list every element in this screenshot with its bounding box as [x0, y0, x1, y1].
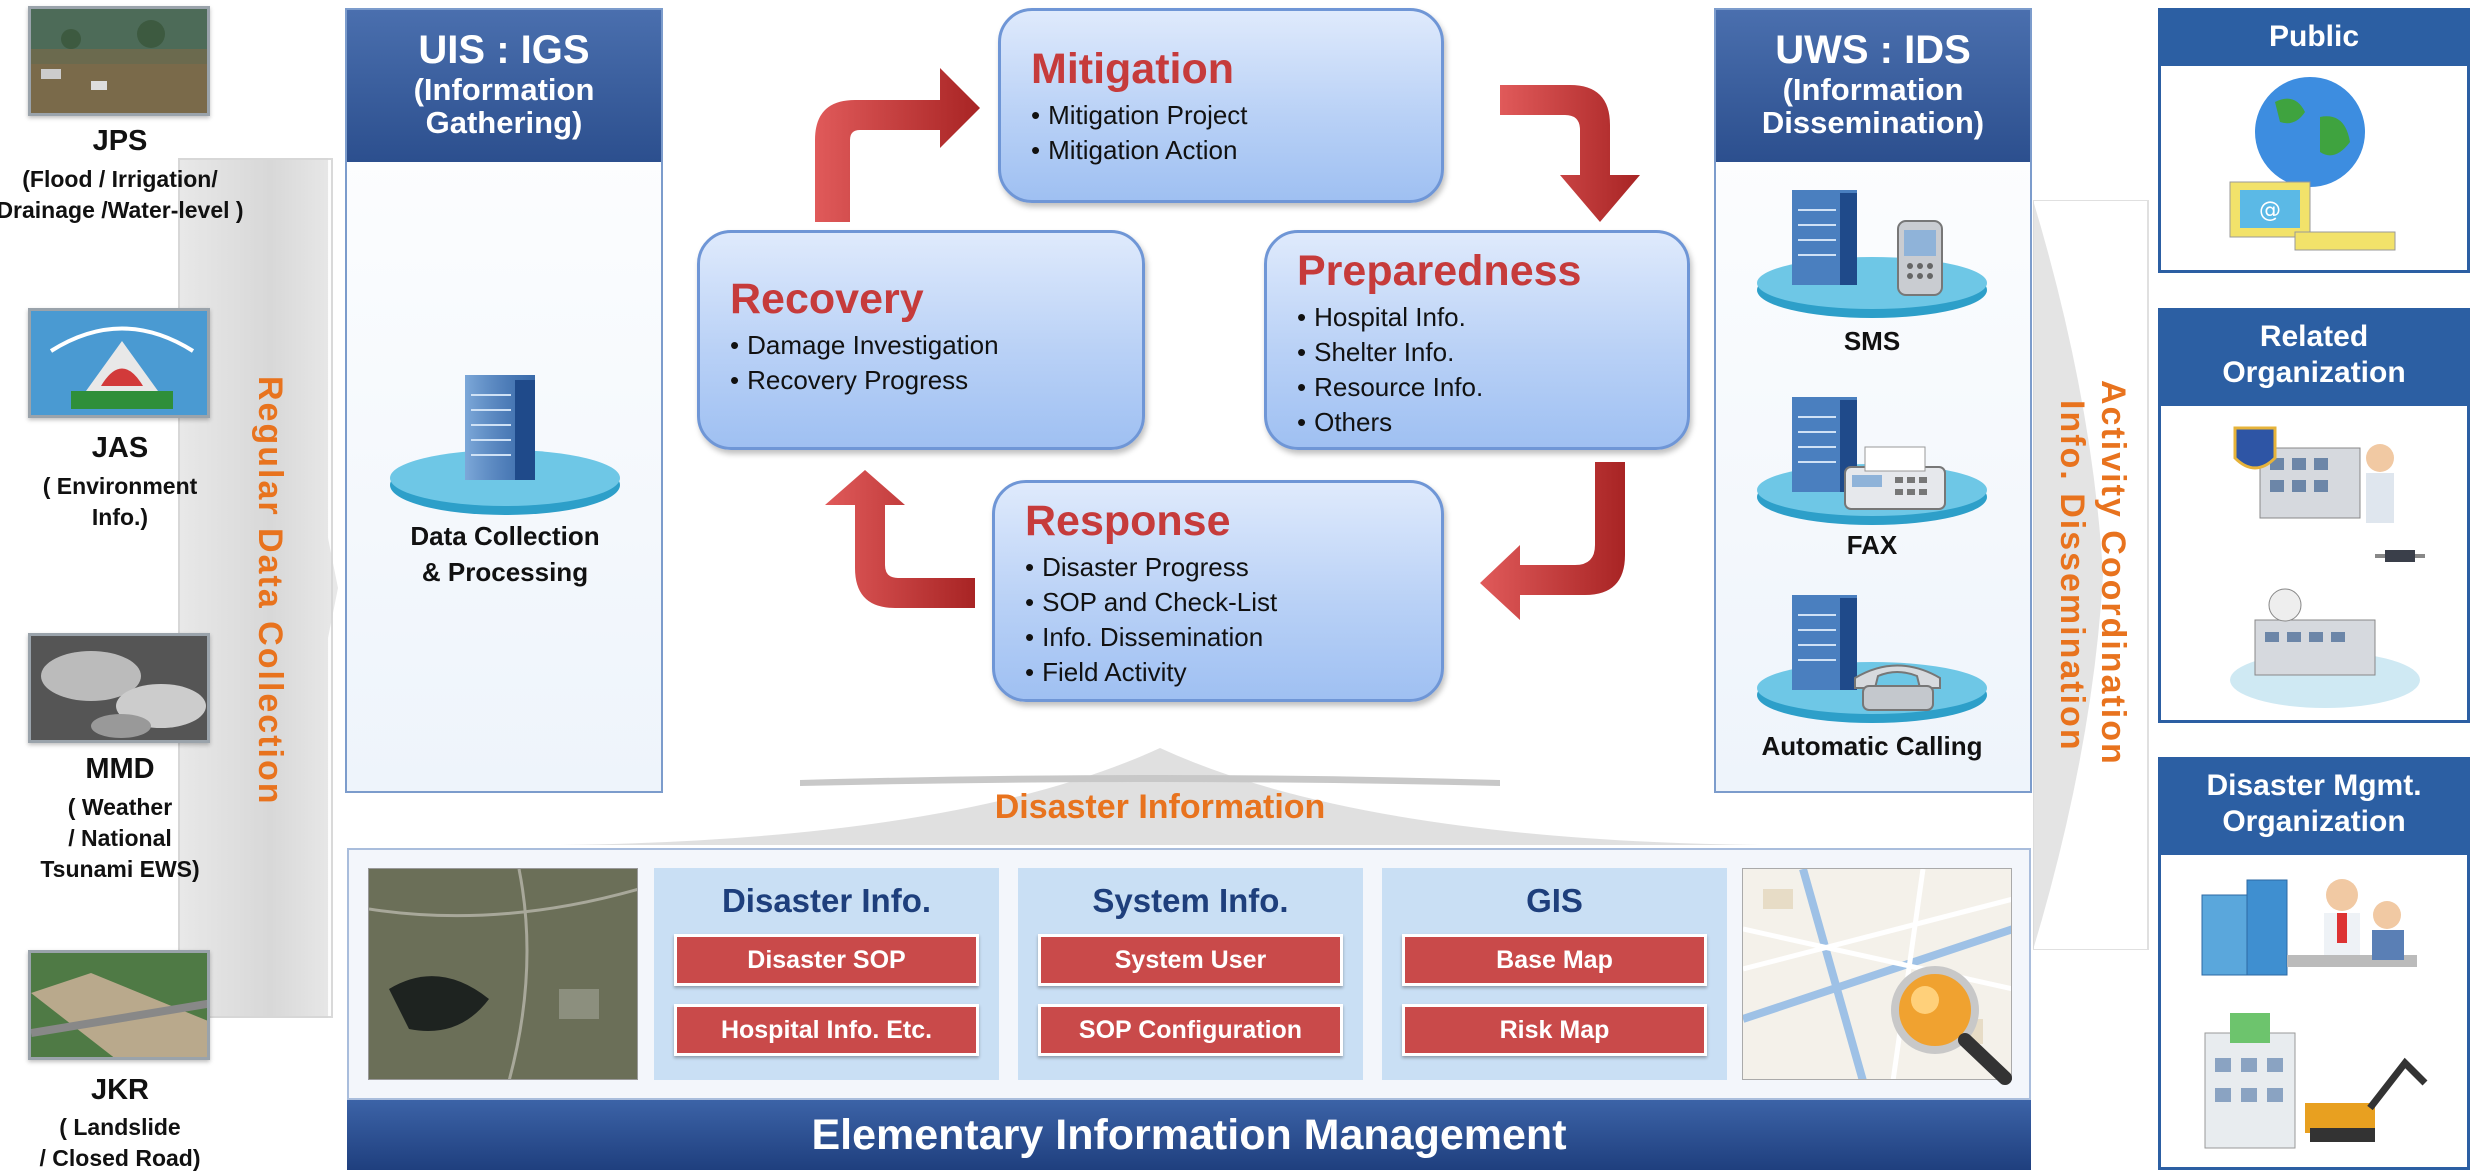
police-building-icon — [2233, 426, 2394, 523]
satellite-cloud-photo — [28, 633, 210, 743]
right-arrow-label-dissemination: Info. Dissemination — [2053, 400, 2091, 752]
landslide-photo — [28, 950, 210, 1060]
satellite-map-photo — [368, 868, 638, 1080]
category-system-info: System Info. System User SOP Configurati… — [1018, 868, 1363, 1080]
sop-configuration-button[interactable]: SOP Configuration — [1038, 1004, 1343, 1056]
preparedness-item: Shelter Info. — [1297, 335, 1687, 370]
office-meeting-icon — [2201, 879, 2417, 976]
uws-column: UWS : IDS (Information Dissemination) — [1714, 8, 2032, 793]
source-desc-jas: ( Environment Info.) — [42, 473, 198, 530]
uis-title: UIS : IGS — [418, 28, 590, 72]
response-item: SOP and Check-List — [1025, 585, 1441, 620]
org-title-related: Related Organization — [2161, 311, 2467, 406]
org-title-disaster-mgmt: Disaster Mgmt. Organization — [2161, 760, 2467, 855]
preparedness-title: Preparedness — [1297, 247, 1582, 295]
response-item: Info. Dissemination — [1025, 620, 1441, 655]
elementary-info-bar: Elementary Information Management — [347, 1100, 2031, 1170]
jas-logo — [28, 308, 210, 418]
source-name-jps: JPS — [92, 125, 148, 157]
server-icon — [390, 375, 620, 515]
category-title: GIS — [1526, 882, 1583, 919]
recovery-box: Recovery Damage Investigation Recovery P… — [697, 230, 1145, 450]
recovery-title: Recovery — [730, 275, 924, 323]
category-gis: GIS Base Map Risk Map — [1382, 868, 1727, 1080]
magnifier-icon — [1891, 966, 2012, 1085]
left-arrow-shape — [178, 158, 338, 1018]
channel-label-fax: FAX — [1846, 530, 1898, 560]
telephone-icon — [1854, 664, 1941, 711]
channel-label-sms: SMS — [1843, 326, 1901, 356]
response-title: Response — [1025, 497, 1231, 545]
channel-label-automatic-calling: Automatic Calling — [1761, 731, 1983, 761]
uis-subtitle: (Information Gathering) — [413, 72, 595, 140]
org-title-public: Public — [2161, 11, 2467, 66]
source-desc-mmd: ( Weather / National Tsunami EWS) — [40, 794, 200, 882]
source-desc-jkr: ( Landslide / Closed Road) — [39, 1114, 201, 1171]
mitigation-item: Mitigation Project — [1031, 98, 1441, 133]
source-name-mmd: MMD — [85, 753, 155, 785]
base-map-button[interactable]: Base Map — [1402, 934, 1707, 986]
category-disaster-info: Disaster Info. Disaster SOP Hospital Inf… — [654, 868, 999, 1080]
category-title: Disaster Info. — [721, 882, 932, 919]
flood-photo — [28, 6, 210, 116]
arrow-response-to-recovery — [825, 470, 975, 608]
response-item: Field Activity — [1025, 655, 1441, 690]
arrow-recovery-to-mitigation — [815, 68, 980, 222]
recovery-item: Recovery Progress — [730, 363, 1142, 398]
uws-header: UWS : IDS (Information Dissemination) — [1716, 10, 2030, 162]
disaster-sop-button[interactable]: Disaster SOP — [674, 934, 979, 986]
preparedness-box: Preparedness Hospital Info. Shelter Info… — [1264, 230, 1690, 450]
recovery-item: Damage Investigation — [730, 328, 1142, 363]
server-icon — [1757, 190, 1987, 318]
disaster-info-label: Disaster Information — [994, 788, 1326, 826]
right-arrow-shape — [2033, 200, 2149, 950]
arrow-preparedness-to-response — [1480, 462, 1625, 620]
mobile-phone-icon — [1897, 220, 1943, 296]
risk-map-button[interactable]: Risk Map — [1402, 1004, 1707, 1056]
preparedness-item: Resource Info. — [1297, 370, 1687, 405]
right-arrow-label-activity: Activity Coordination — [2094, 380, 2132, 766]
preparedness-item: Others — [1297, 405, 1687, 440]
globe-computer-icon: @ — [2229, 77, 2396, 251]
mitigation-box: Mitigation Mitigation Project Mitigation… — [998, 8, 1444, 203]
source-name-jas: JAS — [91, 432, 149, 464]
mitigation-title: Mitigation — [1031, 45, 1235, 93]
hospital-excavator-icon — [2204, 1013, 2428, 1149]
category-title: System Info. — [1092, 882, 1289, 919]
system-user-button[interactable]: System User — [1038, 934, 1343, 986]
response-box: Response Disaster Progress SOP and Check… — [992, 480, 1444, 702]
disaster-info-swoosh — [560, 748, 1760, 845]
uws-title: UWS : IDS — [1775, 28, 1971, 72]
uws-subtitle: (Information Dissemination) — [1761, 72, 1985, 140]
left-arrow-label: Regular Data Collection — [251, 376, 289, 806]
hospital-info-button[interactable]: Hospital Info. Etc. — [674, 1004, 979, 1056]
source-name-jkr: JKR — [90, 1074, 149, 1106]
mitigation-item: Mitigation Action — [1031, 133, 1441, 168]
svg-text:@: @ — [2259, 198, 2281, 223]
arrow-mitigation-to-preparedness — [1500, 85, 1640, 222]
uis-header: UIS : IGS (Information Gathering) — [347, 10, 661, 162]
source-desc-jps: (Flood / Irrigation/ Drainage /Water-lev… — [0, 166, 244, 223]
satellite-building-icon — [2230, 550, 2425, 708]
uis-server-label: Data Collection & Processing — [410, 521, 600, 587]
response-item: Disaster Progress — [1025, 550, 1441, 585]
preparedness-item: Hospital Info. — [1297, 300, 1687, 335]
fax-icon — [1844, 446, 1946, 510]
